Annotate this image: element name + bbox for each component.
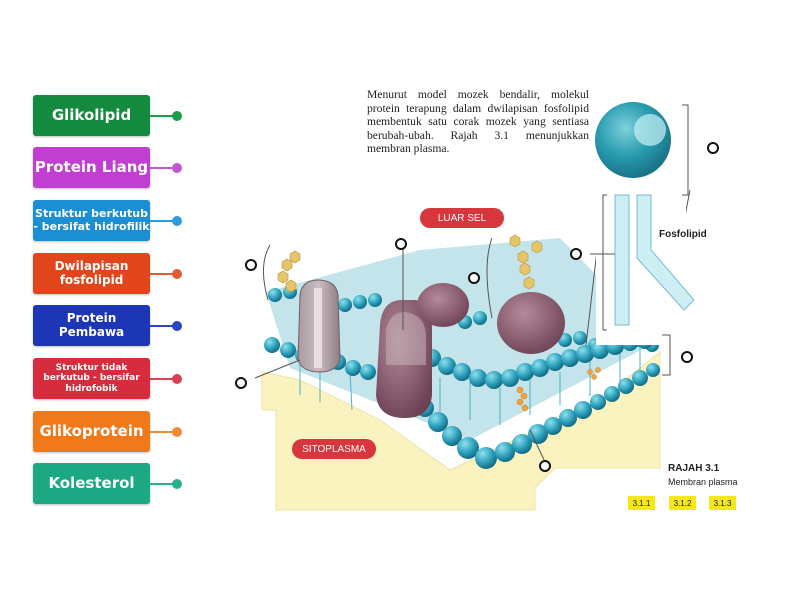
drop-target-5[interactable] <box>570 248 582 260</box>
drop-target-8[interactable] <box>539 460 551 472</box>
section-tag-2: 3.1.2 <box>669 496 696 510</box>
label-carrier-protein[interactable]: Protein Pembawa <box>33 305 150 346</box>
drop-target-4[interactable] <box>468 272 480 284</box>
connector-dot[interactable] <box>172 320 182 331</box>
connector-line <box>150 430 176 433</box>
label-hydrophobic-tail[interactable]: Struktur tidak berkutub - bersifar hidro… <box>33 358 150 399</box>
section-tag-1: 3.1.1 <box>628 496 655 510</box>
connector-dot[interactable] <box>172 373 182 384</box>
label-glycoprotein[interactable]: Glikoprotein <box>33 411 150 452</box>
drop-target-1[interactable] <box>707 142 719 154</box>
phospholipid-heads-front-upper <box>264 333 653 389</box>
connector-dot[interactable] <box>172 162 182 173</box>
figure-caption-subtitle: Membran plasma <box>668 477 738 487</box>
drop-target-7[interactable] <box>235 377 247 389</box>
connector-dot[interactable] <box>172 110 182 121</box>
connector-line <box>150 377 176 380</box>
label-hydrophilic-head[interactable]: Struktur berkutub - bersifat hidrofilik <box>33 200 150 241</box>
enlarged-phospholipid <box>595 102 695 326</box>
figure-caption-title: RAJAH 3.1 <box>668 463 720 474</box>
cytoplasm-label: SITOPLASMA <box>292 439 376 459</box>
drop-target-2[interactable] <box>395 238 407 250</box>
label-channel-protein[interactable]: Protein Liang <box>33 147 150 188</box>
connector-line <box>150 166 176 169</box>
connector-dot[interactable] <box>172 215 182 226</box>
drop-target-3[interactable] <box>245 259 257 271</box>
membrane-top-surface <box>266 238 660 440</box>
label-glycolipid[interactable]: Glikolipid <box>33 95 150 136</box>
glycolipid-carbohydrate <box>277 250 301 293</box>
connector-line <box>150 482 176 485</box>
connector-line <box>150 219 176 222</box>
connector-dot[interactable] <box>172 478 182 489</box>
connector-line <box>150 324 176 327</box>
intro-paragraph: Menurut model mozek bendalir, molekul pr… <box>367 88 589 155</box>
connector-dot[interactable] <box>172 268 182 279</box>
carrier-protein <box>376 300 432 418</box>
connector-dot[interactable] <box>172 426 182 437</box>
cholesterol-molecules <box>516 367 601 412</box>
globular-protein <box>417 283 469 327</box>
label-cholesterol[interactable]: Kolesterol <box>33 463 150 504</box>
outside-cell-label: LUAR SEL <box>420 208 504 228</box>
connector-line <box>150 272 176 275</box>
label-phospholipid-bilayer[interactable]: Dwilapisan fosfolipid <box>33 253 150 294</box>
connector-line <box>150 114 176 117</box>
cytoplasm-region <box>261 350 661 511</box>
channel-protein <box>297 279 341 373</box>
phospholipid-label: Fosfolipid <box>659 229 707 240</box>
glycoprotein <box>497 234 565 354</box>
section-tag-3: 3.1.3 <box>709 496 736 510</box>
drop-target-6[interactable] <box>681 351 693 363</box>
